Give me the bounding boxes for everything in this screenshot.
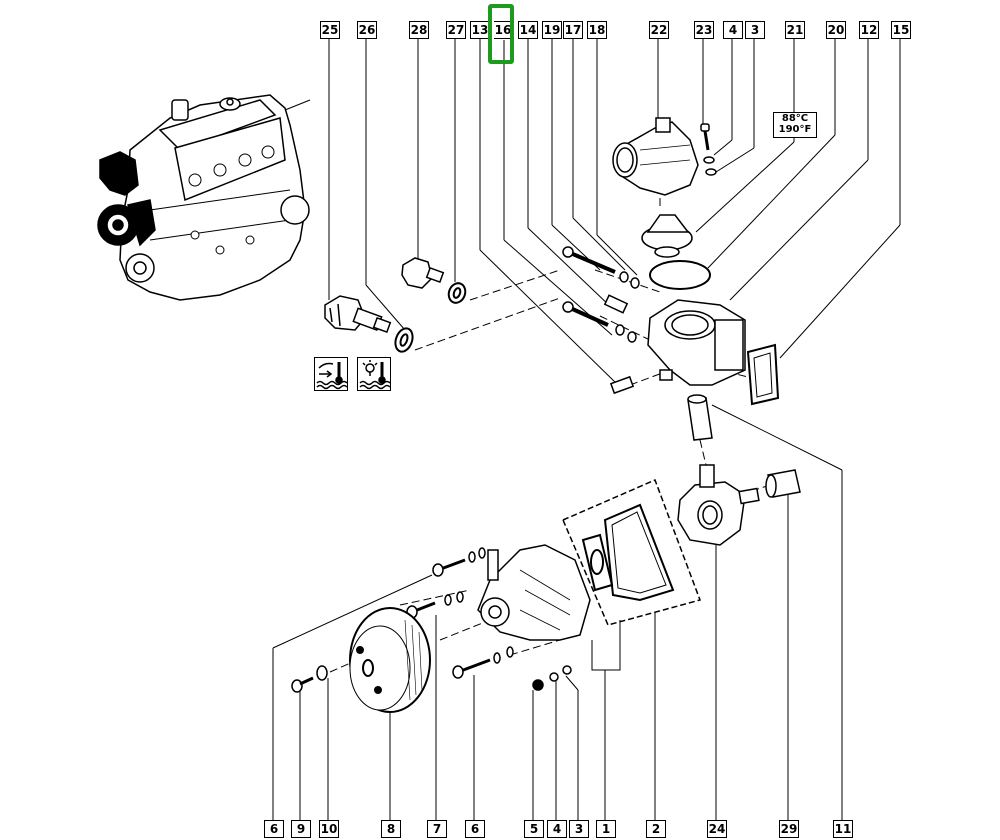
hose-sleeve-part[interactable] — [765, 469, 801, 498]
water-outlet-housing-part[interactable] — [647, 299, 746, 386]
callout-24[interactable]: 24 — [707, 820, 727, 838]
callout-16[interactable]: 16 — [494, 21, 512, 39]
sensor-seal-washer-part[interactable] — [392, 326, 415, 354]
callout-6-left[interactable]: 6 — [264, 820, 284, 838]
switch-seal-washer-part[interactable] — [446, 281, 468, 305]
temperature-celsius: 88°C — [781, 113, 809, 124]
callout-26[interactable]: 26 — [357, 21, 377, 39]
coolant-temperature-gauge-symbol-icon — [314, 357, 348, 391]
top-leader-lines — [328, 38, 901, 386]
callout-28[interactable]: 28 — [409, 21, 429, 39]
callout-13[interactable]: 13 — [470, 21, 490, 39]
callout-14[interactable]: 14 — [518, 21, 538, 39]
callout-19[interactable]: 19 — [542, 21, 562, 39]
callout-5[interactable]: 5 — [524, 820, 544, 838]
callout-8[interactable]: 8 — [381, 820, 401, 838]
callout-11[interactable]: 11 — [833, 820, 853, 838]
callout-7[interactable]: 7 — [427, 820, 447, 838]
water-pump-part[interactable] — [477, 544, 591, 641]
callout-12[interactable]: 12 — [859, 21, 879, 39]
pump-bolts-part[interactable] — [406, 547, 572, 691]
callout-9[interactable]: 9 — [291, 820, 311, 838]
thermostat-cover-part[interactable] — [612, 117, 699, 196]
connecting-hose-part[interactable] — [687, 394, 713, 441]
pulley-bolt-part[interactable] — [291, 665, 328, 693]
callout-15[interactable]: 15 — [891, 21, 911, 39]
callout-17[interactable]: 17 — [563, 21, 583, 39]
callout-18[interactable]: 18 — [587, 21, 607, 39]
thermostat-temperature-label: 88°C 190°F — [773, 112, 817, 138]
engine-overview-illustration — [97, 94, 311, 301]
callout-3-bottom[interactable]: 3 — [569, 820, 589, 838]
pump-inlet-housing-part[interactable] — [677, 464, 760, 546]
callout-6-right[interactable]: 6 — [465, 820, 485, 838]
callout-3-top[interactable]: 3 — [745, 21, 765, 39]
temperature-fahrenheit: 190°F — [778, 124, 812, 135]
thermostat-part[interactable] — [641, 214, 693, 258]
callout-2[interactable]: 2 — [646, 820, 666, 838]
coolant-temperature-warning-light-icon — [357, 357, 391, 391]
housing-bolts-part[interactable] — [562, 246, 640, 395]
callout-4-bottom[interactable]: 4 — [547, 820, 567, 838]
callout-25[interactable]: 25 — [320, 21, 340, 39]
callout-29[interactable]: 29 — [779, 820, 799, 838]
callout-20[interactable]: 20 — [826, 21, 846, 39]
callout-22[interactable]: 22 — [649, 21, 669, 39]
cover-bolt-part[interactable] — [700, 123, 717, 176]
callout-4-top[interactable]: 4 — [723, 21, 743, 39]
water-pump-pulley-part[interactable] — [349, 607, 431, 713]
temperature-switch-part[interactable] — [401, 257, 445, 289]
callout-27[interactable]: 27 — [446, 21, 466, 39]
bottom-leader-lines — [272, 404, 843, 820]
housing-gasket-part[interactable] — [746, 343, 780, 406]
callout-1[interactable]: 1 — [596, 820, 616, 838]
water-pump-gasket-part[interactable] — [562, 478, 701, 626]
coolant-temperature-sensor-part[interactable] — [324, 295, 392, 334]
callout-21[interactable]: 21 — [785, 21, 805, 39]
thermostat-seal-ring-part[interactable] — [649, 260, 711, 290]
callout-10[interactable]: 10 — [319, 820, 339, 838]
callout-23[interactable]: 23 — [694, 21, 714, 39]
